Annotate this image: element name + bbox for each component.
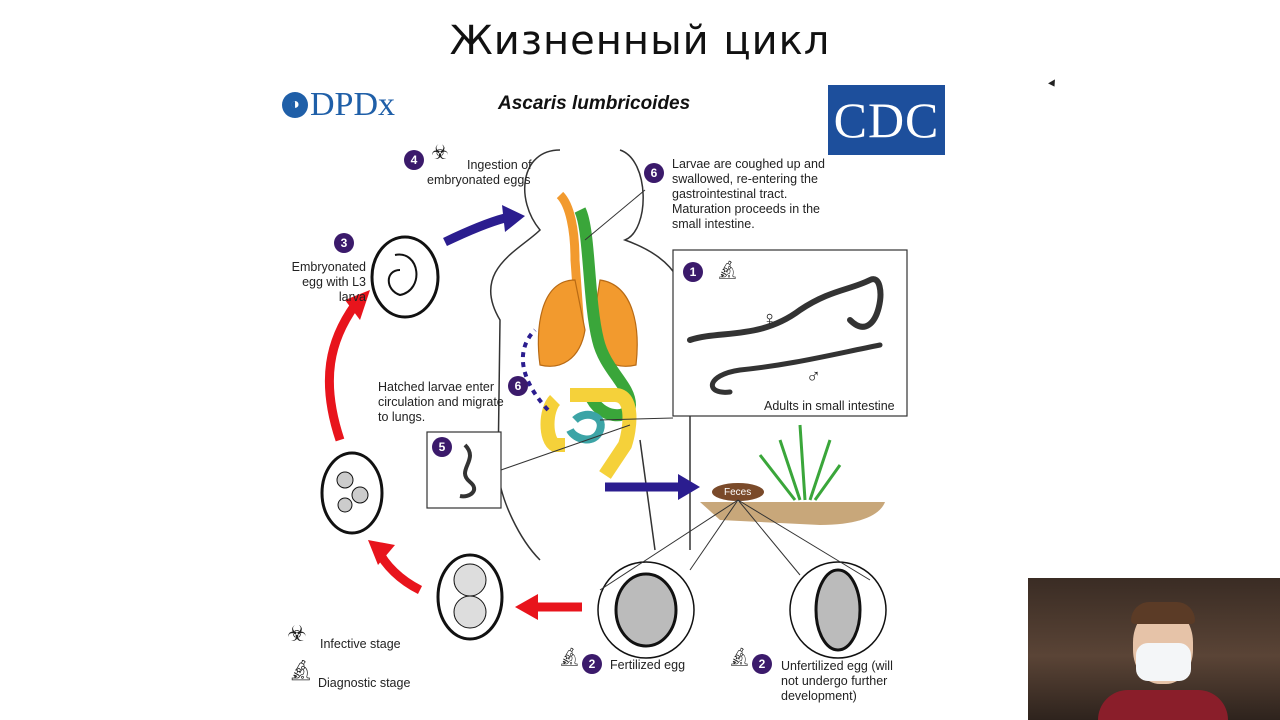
female-symbol: ♀ xyxy=(762,308,777,330)
legend-diagnostic: Diagnostic stage xyxy=(318,676,411,690)
species-title: Ascaris lumbricoides xyxy=(498,93,691,114)
grass xyxy=(758,424,842,501)
egg-unfertilized xyxy=(789,561,887,659)
microscope-icon: 🔬︎ xyxy=(728,647,751,667)
adult-worm-female xyxy=(687,276,884,343)
dpdx-logo-text: DPDx xyxy=(310,86,396,123)
red-arrow-bottom-left-head xyxy=(368,540,395,565)
biohazard-icon: ☣ xyxy=(431,142,449,164)
adult-worm-male xyxy=(709,342,883,395)
dpdx-logo: ◑ DPDx xyxy=(282,86,395,124)
blue-arrow-feces-head xyxy=(678,474,700,500)
gi-tract xyxy=(574,207,637,422)
step-2-unfertilized-badge: 2 xyxy=(752,654,772,674)
blue-arrow-ingestion-head xyxy=(502,205,525,232)
slide-title: Жизненный цикл xyxy=(449,18,831,64)
egg-fertilized xyxy=(597,561,695,659)
step-2-unfertilized-label: Unfertilized egg (will not undergo furth… xyxy=(781,659,893,703)
legend-biohazard-icon: ☣ xyxy=(287,621,307,646)
red-arrow-bottom-head xyxy=(515,594,538,620)
step-4-label: Ingestion of embryonated eggs xyxy=(427,158,532,187)
step-5-badge: 5 xyxy=(432,437,452,457)
step-1-badge: 1 xyxy=(683,262,703,282)
step-2-fertilized-badge: 2 xyxy=(582,654,602,674)
webcam-video xyxy=(1028,578,1280,720)
legend-infective: Infective stage xyxy=(320,637,401,651)
red-arrow-left-head xyxy=(345,290,370,320)
large-intestine xyxy=(540,388,637,479)
cdc-logo: CDC xyxy=(828,85,945,155)
feces-label: Feces xyxy=(724,487,752,498)
feces-mound xyxy=(712,483,764,501)
adults-box xyxy=(672,249,908,417)
male-symbol: ♂ xyxy=(806,366,821,388)
larva xyxy=(459,443,477,499)
microscope-icon: 🔬︎ xyxy=(558,647,581,667)
step-7-label: Larvae are coughed up and swallowed, re-… xyxy=(672,157,825,231)
egg-embryonating xyxy=(320,451,384,535)
migration-dotted-arrow xyxy=(520,328,550,412)
egg-embryonated-l3 xyxy=(370,235,440,319)
step-6-badge: 6 xyxy=(508,376,528,396)
red-arrow-left xyxy=(324,302,359,442)
step-4-badge: 4 xyxy=(404,150,424,170)
presenter-mask xyxy=(1136,643,1191,681)
lung-left xyxy=(537,279,586,367)
legend-microscope-icon: 🔬︎ xyxy=(288,660,314,682)
esophagus xyxy=(556,191,585,331)
microscope-icon: 🔬︎ xyxy=(716,260,739,280)
step-6-label: Hatched larvae enter circulation and mig… xyxy=(378,380,504,424)
presenter-shirt xyxy=(1098,690,1228,720)
step-2-fertilized-label: Fertilized egg xyxy=(610,658,686,672)
human-body-outline xyxy=(490,149,691,561)
egg-two-cell xyxy=(436,553,504,641)
dpdx-logo-icon: ◑ xyxy=(282,92,308,118)
presenter-hair xyxy=(1131,602,1195,624)
blue-arrow-ingestion xyxy=(443,213,507,247)
step-3-badge: 3 xyxy=(334,233,354,253)
step-1-label: Adults in small intestine xyxy=(764,399,895,413)
small-intestine xyxy=(566,410,605,444)
soil xyxy=(700,502,885,525)
step-7-badge: 6 xyxy=(644,163,664,183)
step-3-label: Embryonated egg with L3 larva xyxy=(291,260,366,304)
